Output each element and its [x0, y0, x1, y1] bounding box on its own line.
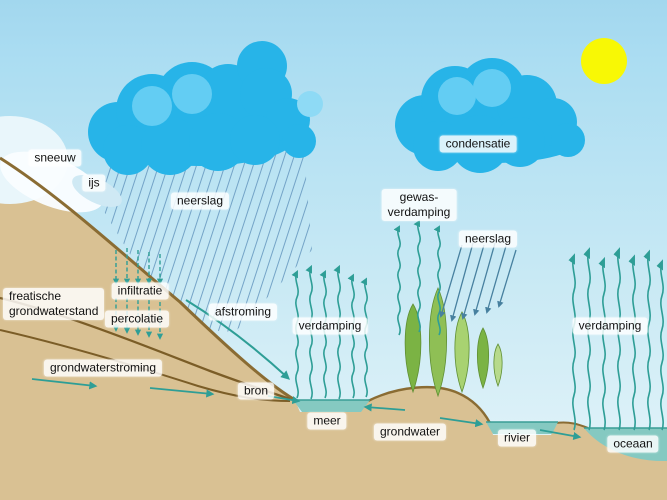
mound-surface-line — [367, 385, 492, 424]
terrain — [0, 158, 667, 500]
label-grondwaterstroming: grondwaterstroming — [43, 359, 163, 377]
label-sneeuw: sneeuw — [28, 149, 82, 167]
snow-cap — [0, 151, 104, 213]
label-freatische-line2: grondwaterstand — [9, 304, 99, 318]
label-meer: meer — [307, 412, 347, 430]
label-neerslag-right: neerslag — [458, 230, 518, 248]
lake — [293, 399, 370, 412]
label-freatische-grondwaterstand: freatische grondwaterstand — [3, 288, 105, 320]
runoff-arrow — [185, 299, 290, 380]
label-afstroming: afstroming — [208, 303, 278, 321]
label-gewas-verdamping: gewas- verdamping — [381, 189, 457, 221]
label-neerslag-left: neerslag — [170, 192, 230, 210]
label-verdamping-meer: verdamping — [292, 317, 368, 335]
label-verdamping-oceaan: verdamping — [572, 317, 648, 335]
label-grondwater: grondwater — [373, 423, 447, 441]
rain-cloud-icon — [88, 41, 323, 175]
label-condensatie: condensatie — [439, 135, 517, 153]
infiltration-arrows — [112, 248, 164, 285]
label-percolatie: percolatie — [104, 310, 170, 328]
condensation-cloud-icon — [395, 58, 585, 173]
label-freatische-line1: freatische — [9, 289, 62, 303]
label-rivier: rivier — [498, 429, 536, 447]
bank-surface-line — [555, 421, 589, 429]
label-oceaan: oceaan — [607, 435, 659, 453]
groundwater-flow-arrows — [31, 378, 582, 440]
label-gewas-line1: gewas- — [399, 190, 439, 204]
label-infiltratie: infiltratie — [111, 282, 169, 300]
slope-surface-line — [0, 156, 296, 402]
label-ijs: ijs — [82, 174, 106, 192]
label-bron: bron — [237, 382, 275, 400]
precipitation-arrows — [439, 242, 517, 322]
sun-icon — [581, 38, 627, 84]
label-gewas-line2: verdamping — [387, 205, 451, 219]
